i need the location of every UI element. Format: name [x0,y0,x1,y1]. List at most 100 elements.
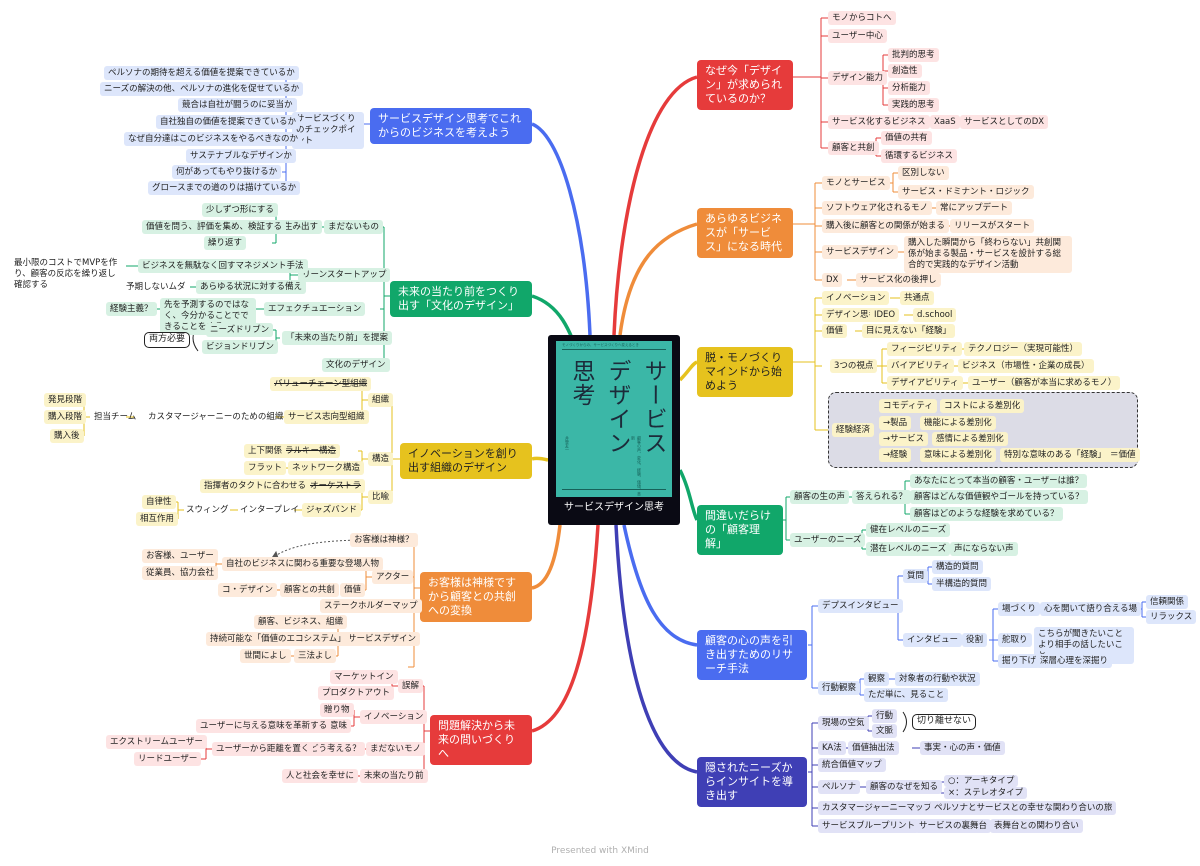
node-value-b10[interactable]: 価値 [340,583,366,597]
node-behavior-observation[interactable]: 行動観察 [818,681,861,695]
node-gift[interactable]: 贈り物 [320,703,354,717]
node-service-design-b10[interactable]: サービスデザイン [344,632,421,646]
node-special-experience[interactable]: 特別な意味のある「経験」 [1000,448,1111,462]
node-always-update[interactable]: 常にアップデート [936,201,1013,215]
node-inseparable[interactable]: 切り離せない [912,714,977,730]
node-dig-down[interactable]: 掘り下げ [998,654,1041,668]
node-business[interactable]: ビジネス（市場性・企業の成長） [958,359,1094,373]
node-softwarized-mono[interactable]: ソフトウェア化されるモノ [822,201,933,215]
node-steering[interactable]: 舵取り [998,633,1032,647]
node-user-wants[interactable]: ユーザー（顧客が本当に求めるモノ） [968,376,1121,390]
node-three-perspectives[interactable]: 3つの視点 [830,359,878,373]
node-innovation-b11[interactable]: イノベーション [360,710,428,724]
node-seken-yoshi[interactable]: 世間によし [240,649,291,663]
node-sdl[interactable]: サービス・ドミナント・ロジック [898,185,1034,199]
node-q-experience[interactable]: 顧客はどのような経験を求めている？ [910,507,1063,521]
node-product-out[interactable]: プロダクトアウト [318,686,395,700]
node-orchestra[interactable]: オーケストラ [306,479,366,493]
node-actor[interactable]: アクター [372,570,414,584]
node-feasibility[interactable]: フィージビリティ [887,342,963,356]
node-latent-needs[interactable]: 潜在レベルのニーズ [866,542,951,556]
node-value-sharing[interactable]: 価値の共有 [881,131,932,145]
node-interplay[interactable]: インタープレイ [240,505,299,515]
node-deep-psychology[interactable]: 深層心理を深掘り [1036,654,1113,668]
node-commonality[interactable]: 共通点 [900,291,934,305]
node-cp-persona-evolve[interactable]: ニーズの解決の他、ペルソナの進化を促せているか [100,82,304,96]
node-q-who-customer[interactable]: あなたにとって本当の顧客・ユーザーは誰？ [910,474,1088,488]
node-emotion-diff[interactable]: 感情による差別化 [932,432,1008,446]
node-not-yet-exist[interactable]: まだないもの [324,220,384,234]
node-lean-method[interactable]: ビジネスを無駄なく回すマネジメント手法 [138,259,308,273]
node-technology[interactable]: テクノロジー（実現可能性） [964,342,1082,356]
node-customer-business-org[interactable]: 顧客、ビジネス、組織 [254,615,348,629]
node-sanpo-yoshi[interactable]: 三法よし [294,649,337,663]
node-how-think[interactable]: どう考える？ [306,742,365,756]
node-happy-society[interactable]: 人と社会を幸せに [282,769,359,783]
node-action[interactable]: 行動 [872,709,898,723]
node-backstage[interactable]: サービスの裏舞台 [915,819,992,833]
node-servicizing-business[interactable]: サービス化するビジネス [828,115,930,129]
node-unexpected-waste[interactable]: 予期しないムダ [126,282,186,292]
node-experience-economy[interactable]: 経験経済 [832,423,875,437]
node-creativity[interactable]: 創造性 [888,64,922,78]
node-observe[interactable]: 観察 [864,672,890,686]
node-repeat[interactable]: 繰り返す [204,236,247,250]
node-after-purchase[interactable]: 購入後 [50,429,84,443]
branch-why-design[interactable]: なぜ今「デザイン」が求められているのか？ [697,60,793,110]
node-ka-method[interactable]: KA法 [818,741,846,755]
node-relationship-after-purchase[interactable]: 購入後に顧客との関係が始まる [822,219,949,233]
node-user-needs[interactable]: ユーザーのニーズ [790,533,866,547]
node-value[interactable]: 価値 [822,324,848,338]
node-lean-startup[interactable]: リーンスタートアップ [298,268,391,282]
node-subject-behavior[interactable]: 対象者の行動や状況 [895,672,980,686]
node-analysis[interactable]: 分析能力 [888,81,931,95]
node-customer-raw-voice[interactable]: 顧客の生の声 [790,490,850,504]
node-mono-to-koto[interactable]: モノからコトへ [828,11,896,25]
node-value-ecosystem[interactable]: 持続可能な「価値のエコシステム」 [206,632,350,646]
node-dx[interactable]: DX [822,273,843,287]
node-viability[interactable]: バイアビリティ [887,359,954,373]
node-service-blueprint[interactable]: サービスブループリント [818,819,919,833]
node-design-thinking[interactable]: デザイン思考 [822,308,882,322]
node-no-distinction[interactable]: 区別しない [898,166,949,180]
node-empiricism[interactable]: 経験主義？ [106,302,157,316]
node-jazz-band[interactable]: ジャズバンド [302,503,362,517]
node-lead-user[interactable]: リードユーザー [134,752,202,766]
branch-future-business[interactable]: サービスデザイン思考でこれからのビジネスを考えよう [370,108,532,144]
node-cp-unique-value[interactable]: 自社独自の価値を提案できているか [156,115,301,129]
node-cp-sustainable[interactable]: サステナブルなデザインか [186,149,296,163]
node-can-you-answer[interactable]: 答えられる？ [852,490,912,504]
node-innovation[interactable]: イノベーション [822,291,890,305]
node-interview[interactable]: インタビュー [903,633,963,647]
node-flat[interactable]: フラット [244,461,287,475]
node-context[interactable]: 文脈 [872,724,898,738]
node-stereotype[interactable]: ×：ステレオタイプ [944,787,1028,799]
node-xaas[interactable]: XaaS [930,115,960,129]
node-meaning[interactable]: 意味 [326,719,352,733]
node-release-is-start[interactable]: リリースがスタート [950,219,1035,233]
node-fact-voice-value[interactable]: 事実・心の声・価値 [920,741,1005,755]
node-employees-partners[interactable]: 従業員、協力会社 [142,566,219,580]
node-to-product[interactable]: →製品 [879,416,912,430]
node-desirability[interactable]: デザイアビリティ [887,376,963,390]
node-stakeholder-map[interactable]: ステークホルダーマップ [320,599,422,613]
node-commodity[interactable]: コモディティ [879,399,937,413]
node-field-atmosphere[interactable]: 現場の空気 [818,716,869,730]
node-practical-thinking[interactable]: 実践的思考 [888,98,939,112]
node-keep-distance[interactable]: ユーザーから距離を置く [212,742,314,756]
node-checkpoints[interactable]: サービスづくりのチェックポイント [292,112,364,149]
node-mono-and-service[interactable]: モノとサービス [822,176,890,190]
node-innovate-meaning[interactable]: ユーザーに与える意味を革新する [196,719,332,733]
node-cost-diff[interactable]: コストによる差別化 [940,399,1025,413]
node-prepare-all[interactable]: あらゆる状況に対する備え [196,280,307,294]
node-service-design[interactable]: サービスデザイン [822,245,899,259]
node-culture-design[interactable]: 文化のデザイン [322,358,390,372]
node-cp-exceed-expectation[interactable]: ペルソナの期待を超える価値を提案できているか [104,66,299,80]
node-swing[interactable]: スウィング [186,505,229,515]
node-discovery-phase[interactable]: 発見段階 [44,393,87,407]
node-to-service[interactable]: →サービス [879,432,929,446]
node-propose-future-normal[interactable]: 「未来の当たり前」を提案 [282,331,393,345]
branch-org-design[interactable]: イノベーションを創り出す組織のデザイン [400,443,532,479]
node-interaction[interactable]: 相互作用 [136,512,179,526]
node-network[interactable]: ネットワーク構造 [288,461,365,475]
